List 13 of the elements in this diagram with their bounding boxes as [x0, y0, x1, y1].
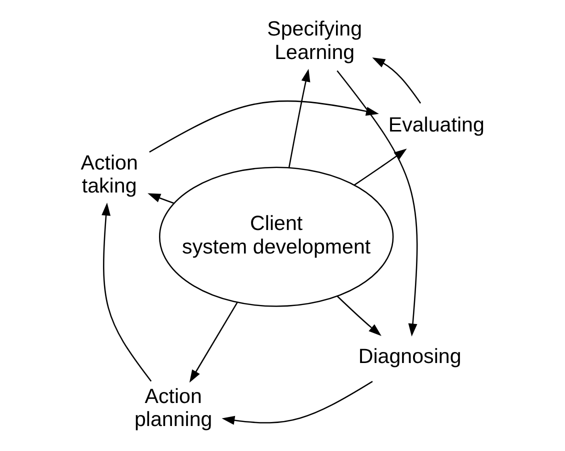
arrow	[372, 57, 422, 104]
arrow	[288, 68, 310, 168]
arrow	[336, 295, 382, 336]
arrow	[222, 380, 373, 424]
arrow	[102, 202, 152, 382]
node-text: Evaluating	[388, 112, 484, 136]
node-text: Diagnosing	[358, 344, 462, 368]
node-text: Action planning	[134, 384, 212, 431]
arrow	[148, 192, 174, 204]
arrow	[336, 70, 418, 336]
node-text: Specifying Learning	[267, 17, 362, 64]
node-text: Action taking	[80, 150, 138, 197]
arrow	[189, 302, 238, 382]
